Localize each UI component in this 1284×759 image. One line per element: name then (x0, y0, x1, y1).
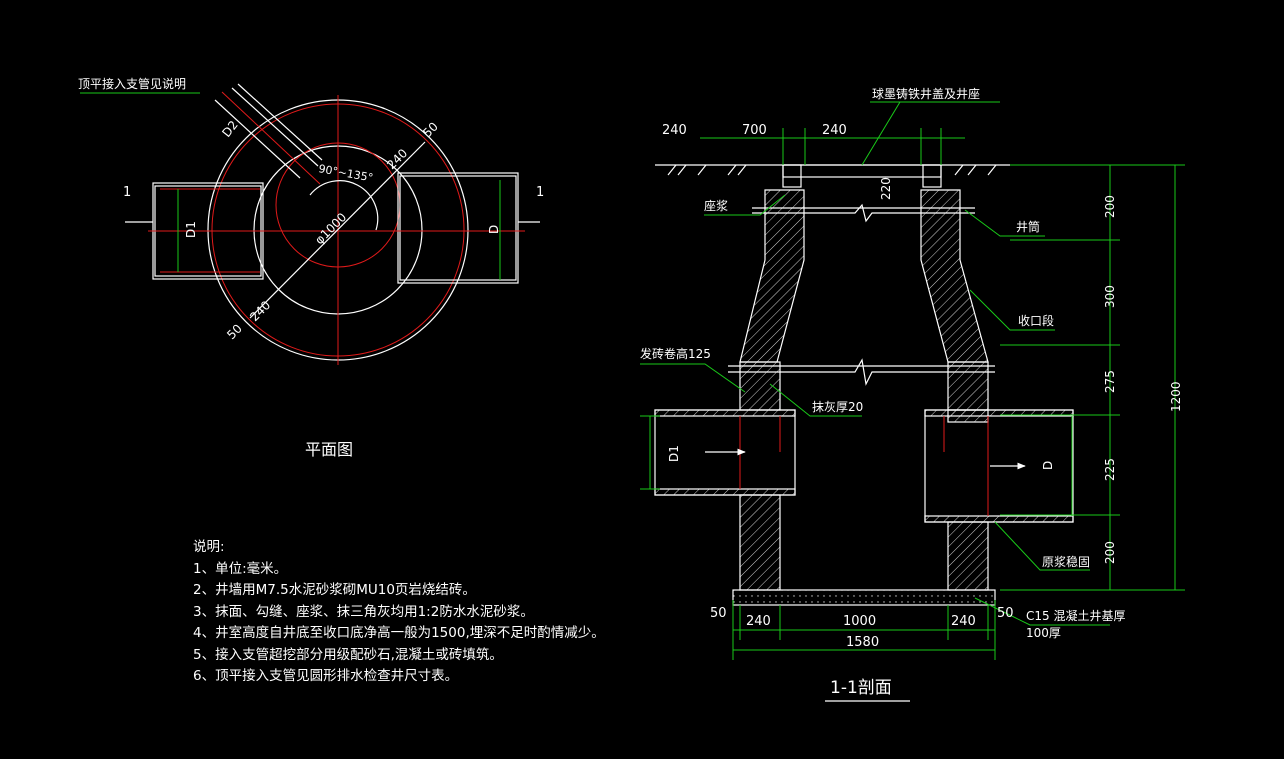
note-item: 5、接入支管超挖部分用级配砂石,混凝土或砖填筑。 (193, 646, 503, 663)
top-dim-1: 240 (662, 123, 687, 138)
plan-branch-pipe-b (231, 87, 319, 167)
section-d1-label: D1 (667, 445, 681, 462)
dim-ticks-top (782, 128, 942, 165)
plan-branch-pipe-c (237, 83, 323, 161)
plan-section-mark-left: 1 (123, 185, 131, 200)
note-item: 3、抹面、勾缝、座浆、抹三角灰均用1:2防水水泥砂浆。 (193, 603, 534, 620)
total-width-label: 1580 (846, 635, 879, 650)
plan-d-label: D (487, 225, 501, 234)
chamber-wall-right-low (947, 521, 989, 591)
dim-ticks-right (1000, 164, 1185, 591)
bedding-label: 座浆 (704, 198, 728, 213)
leader-cover (861, 101, 1000, 166)
shaft-label: 井筒 (1016, 219, 1040, 234)
plan-dia-label: φ1000 (312, 210, 349, 247)
note-item: 2、井墙用M7.5水泥砂浆砌MU10页岩烧结砖。 (193, 582, 476, 598)
leader-concrete (994, 521, 1090, 571)
manhole-cover (782, 164, 942, 178)
chamber-wall-left-low (739, 494, 781, 591)
plan-branch-pipe-a (214, 99, 301, 179)
bottom-dim-5: 50 (997, 606, 1014, 621)
right-dim-4: 225 (1103, 458, 1117, 481)
section-d-label: D (1041, 461, 1055, 470)
bottom-dim-3: 1000 (843, 614, 876, 629)
base-label-1: C15 混凝土井基厚 (1026, 608, 1125, 623)
plaster-label: 抹灰厚20 (812, 400, 863, 414)
note-item: 4、井室高度自井底至收口底净高一般为1500,埋深不足时酌情减少。 (193, 625, 605, 641)
right-dim-5: 200 (1103, 541, 1117, 564)
note-item: 6、顶平接入支管见圆形排水检查井尺寸表。 (193, 668, 459, 684)
plan-view: 顶平接入支管见说明 1 1 D1 D D2 φ1000 90°~135° 240… (78, 76, 544, 459)
dim-ticks-bottom (732, 600, 996, 660)
plan-branch-center (221, 91, 321, 185)
plan-title: 平面图 (305, 440, 353, 459)
leader-shaft (964, 209, 1045, 237)
section-title: 1-1剖面 (830, 678, 892, 698)
plan-section-mark-right: 1 (536, 185, 544, 200)
note-item: 1、单位:毫米。 (193, 560, 288, 577)
section-pipe-right-top (924, 409, 1074, 417)
notes-block: 说明: 1、单位:毫米。 2、井墙用M7.5水泥砂浆砌MU10页岩烧结砖。 3、… (193, 537, 605, 688)
break-line-top (752, 203, 975, 223)
section-pipe-right-bottom (924, 515, 1074, 523)
plan-right-pipe (397, 172, 519, 284)
cover-label: 球墨铸铁井盖及井座 (872, 86, 980, 101)
right-dim-3: 275 (1103, 370, 1117, 393)
dim-220: 220 (879, 177, 893, 200)
d1-dim-left (640, 415, 660, 490)
concrete-base (732, 589, 996, 606)
top-dim-2: 700 (742, 123, 767, 138)
taper-label: 收口段 (1018, 313, 1054, 328)
brick-ring-right (947, 361, 989, 411)
leader-taper (969, 289, 1055, 331)
bottom-dim-4: 240 (951, 614, 976, 629)
plan-angle-arc (309, 180, 379, 231)
plan-right-pipe-inner (399, 175, 517, 281)
bottom-dim-1: 50 (710, 606, 727, 621)
plan-50-bottom: 50 (224, 321, 245, 342)
total-height-label: 1200 (1169, 381, 1183, 412)
concrete-ring-label: 原浆稳固 (1042, 554, 1090, 569)
right-dim-2: 300 (1103, 285, 1117, 308)
shaft-wall-left (739, 189, 805, 363)
cover-seat-right (922, 164, 942, 188)
leader-base (974, 597, 1110, 626)
right-dim-1: 200 (1103, 195, 1117, 218)
section-pipe-left-bottom (654, 488, 796, 496)
ground-hatch (667, 164, 997, 176)
plan-d1-label: D1 (184, 221, 198, 238)
notes-heading: 说明: (193, 539, 225, 555)
leader-plaster (769, 383, 862, 417)
brick-ring-label: 发砖卷高125 (640, 346, 711, 361)
section-pipe-left-top (654, 409, 796, 417)
plan-dia-line (249, 141, 426, 319)
cover-seat-left (782, 164, 802, 188)
shaft-wall-right (920, 189, 989, 363)
top-dim-3: 240 (822, 123, 847, 138)
leader-brick (640, 363, 746, 393)
brick-ring-left (739, 361, 781, 411)
bottom-dim-2: 240 (746, 614, 771, 629)
break-line-mid (728, 358, 995, 386)
leader-bedding (704, 194, 786, 216)
plan-240-bottom: 240 (247, 298, 273, 324)
base-label-2: 100厚 (1026, 626, 1061, 640)
plan-top-note: 顶平接入支管见说明 (78, 76, 186, 91)
section-view: 球墨铸铁井盖及井座 240 700 240 220 座浆 井筒 收口段 发砖卷高… (640, 86, 1185, 702)
